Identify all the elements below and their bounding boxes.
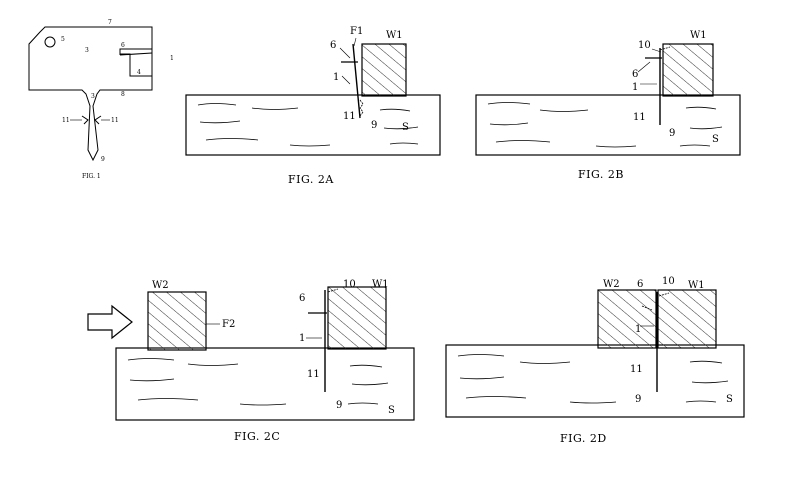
fig2d-label-6: 6 [637, 279, 643, 290]
fig2c-label-11: 11 [307, 369, 320, 380]
fig2d-workpiece-w1 [657, 289, 717, 349]
fig2a-prong [359, 99, 364, 117]
fig2b-surface-board-s [475, 94, 741, 156]
fig2b-grain-lines [487, 102, 723, 148]
fig2b-prong-10 [659, 46, 671, 51]
fig2a-caption: FIG. 2A [288, 173, 334, 186]
fig1-label-11a: 11 [62, 117, 70, 124]
fig2d-surface-board-s [445, 344, 745, 418]
fig2d-drawing [445, 289, 745, 418]
fig2a-fastener-plate [352, 43, 361, 119]
fig1-plate-outline [28, 26, 153, 162]
fig2d-label-w1: W1 [688, 280, 705, 291]
fig2d-grain-lines [457, 354, 729, 404]
fig2a-surface-board-s [185, 94, 441, 156]
fig1-caption: FIG. 1 [82, 173, 101, 180]
fig1-label-3a: 3 [85, 47, 89, 54]
fig2a-label-9: 9 [371, 120, 377, 131]
fig2b-leader-10 [651, 48, 662, 53]
fig2a-label-1: 1 [333, 72, 339, 83]
fig1-serration-left [81, 115, 89, 125]
fig2a-grain-lines [197, 103, 419, 147]
fig2d-label-10: 10 [662, 276, 675, 287]
fig2c-workpiece-w2 [147, 291, 207, 351]
fig2c-label-6: 6 [299, 293, 305, 304]
fig2d-workpiece-w2 [597, 289, 657, 349]
fig2b-label-6: 6 [632, 69, 638, 80]
fig1-label-5: 5 [61, 36, 65, 43]
fig2a-label-f1: F1 [350, 26, 363, 37]
fig2d-tab-6 [641, 305, 653, 311]
fig2c-label-10: 10 [343, 279, 356, 290]
fig2b-leader-6 [637, 61, 651, 73]
fig2c-prong-10 [327, 288, 339, 293]
fig1-label-6: 6 [121, 42, 125, 49]
fig2a-workpiece-w1 [361, 43, 407, 97]
fig2d-label-w2: W2 [603, 279, 620, 290]
fig1-prong-line [120, 53, 152, 77]
fig2a-label-11: 11 [343, 111, 356, 122]
fig2d-label-s: S [726, 394, 733, 405]
fig2c-label-s: S [388, 405, 395, 416]
fig2c-drawing [87, 286, 415, 421]
fig2a-label-w1: W1 [386, 30, 403, 41]
fig2b-label-11: 11 [633, 112, 646, 123]
fig2c-label-1: 1 [299, 333, 305, 344]
fig2c-label-w2: W2 [152, 280, 169, 291]
fig2a-leader-1 [341, 75, 351, 85]
fig1-tab-6 [119, 48, 153, 56]
fig2b-drawing [475, 43, 741, 156]
fig2d-label-9: 9 [635, 394, 641, 405]
fig2b-label-10: 10 [638, 40, 651, 51]
fig1-label-8: 8 [121, 91, 125, 98]
fig2a-leader-6 [339, 47, 351, 59]
fig2c-label-9: 9 [336, 400, 342, 411]
fig2b-label-s: S [712, 134, 719, 145]
fig2c-workpiece-w1 [327, 286, 387, 350]
fig2b-workpiece-w1 [662, 43, 714, 97]
fig1-label-4: 4 [137, 69, 141, 76]
fig2c-grain-lines [127, 358, 389, 406]
fig2a-label-6: 6 [330, 40, 336, 51]
fig2c-label-w1: W1 [372, 279, 389, 290]
fig2b-label-9: 9 [669, 128, 675, 139]
fig1-label-11b: 11 [111, 117, 119, 124]
fig2d-label-11: 11 [630, 364, 643, 375]
fig1-fastener [28, 26, 153, 162]
fig2b-caption: FIG. 2B [578, 168, 624, 181]
fig2b-label-w1: W1 [690, 30, 707, 41]
fig1-label-7: 7 [108, 19, 112, 26]
fig2c-surface-board-s [115, 347, 415, 421]
fig1-serration-right [94, 115, 102, 125]
fig2c-push-arrow [87, 304, 133, 340]
fig2a-label-s: S [402, 122, 409, 133]
fig1-nail-hole [44, 36, 56, 48]
fig2d-label-1: 1 [635, 324, 641, 335]
fig1-label-1: 1 [170, 55, 174, 62]
fig2c-label-f2: F2 [222, 319, 235, 330]
fig2a-drawing [185, 37, 441, 156]
fig2b-label-1: 1 [632, 82, 638, 93]
fig1-label-9: 9 [101, 156, 105, 163]
fig2d-prong-10 [658, 292, 670, 297]
fig2a-leader-f1 [353, 37, 357, 47]
fig2c-caption: FIG. 2C [234, 430, 280, 443]
fig2d-caption: FIG. 2D [560, 432, 607, 445]
fig1-label-3b: 3 [91, 93, 95, 100]
